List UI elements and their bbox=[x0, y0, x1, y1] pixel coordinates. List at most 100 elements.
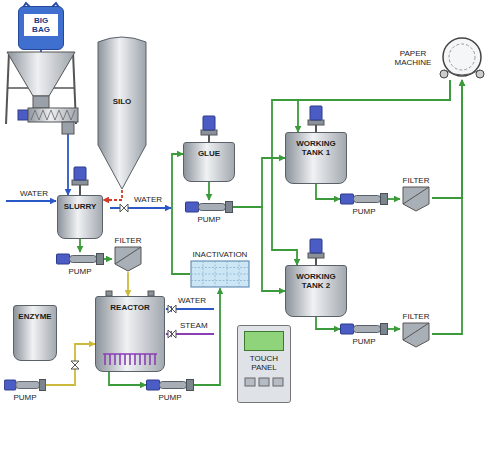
node-label: PUMP bbox=[4, 393, 46, 402]
process-tank: WORKING TANK 2 bbox=[285, 265, 347, 317]
pump-symbol bbox=[4, 378, 46, 392]
panel-screen bbox=[244, 331, 284, 351]
pump-flange bbox=[187, 380, 194, 391]
flow-line bbox=[298, 80, 450, 132]
pump-symbol bbox=[340, 322, 388, 336]
paper-machine: PAPER MACHINE bbox=[388, 36, 486, 80]
pump-motor bbox=[57, 254, 70, 264]
pump-unit: PUMP bbox=[340, 322, 388, 346]
node-label: PUMP bbox=[340, 337, 388, 346]
flow-line bbox=[316, 317, 340, 329]
stream-label: STEAM bbox=[180, 321, 208, 330]
node-label: WORKING TANK 2 bbox=[289, 272, 343, 290]
node-label: TOUCH PANEL bbox=[238, 354, 290, 372]
panel-buttons bbox=[243, 376, 285, 390]
water-inlet bbox=[110, 207, 171, 209]
node-label: WORKING TANK 1 bbox=[289, 139, 343, 157]
process-tank: ENZYME bbox=[13, 305, 57, 361]
exchanger-grid bbox=[191, 261, 249, 287]
pump-body bbox=[354, 196, 381, 203]
node-label: PUMP bbox=[185, 215, 233, 224]
silo-body bbox=[98, 37, 146, 189]
node-label: ENZYME bbox=[17, 312, 53, 321]
node-label: GLUE bbox=[187, 149, 231, 158]
pump-unit: PUMP bbox=[4, 378, 46, 402]
felt-line bbox=[444, 70, 480, 75]
touch-panel: TOUCH PANEL bbox=[237, 325, 291, 403]
node-label: BIG BAG bbox=[24, 14, 58, 36]
pump-symbol bbox=[185, 200, 233, 214]
pump-flange bbox=[381, 194, 388, 205]
pump-symbol bbox=[146, 378, 194, 392]
process-tank: SLURRY bbox=[57, 195, 103, 239]
pump-flange bbox=[226, 202, 233, 213]
pump-body bbox=[70, 256, 97, 263]
flow-line bbox=[388, 328, 400, 330]
pump-body bbox=[160, 382, 187, 389]
screw-conveyor bbox=[28, 108, 78, 122]
node-label: INACTIVATION bbox=[190, 250, 250, 259]
node-label: SILO bbox=[97, 97, 147, 106]
node-label: PAPER MACHINE bbox=[388, 49, 438, 67]
gearbox bbox=[72, 180, 88, 185]
pump-unit: PUMP bbox=[340, 192, 388, 216]
big-bag: BIG BAG bbox=[18, 6, 64, 50]
process-tank: REACTOR bbox=[95, 296, 165, 372]
node-label: FILTER bbox=[112, 236, 144, 245]
exchanger-symbol bbox=[190, 260, 250, 288]
filter-unit: FILTER bbox=[400, 176, 432, 212]
gearbox bbox=[308, 120, 324, 125]
filter-diagonal bbox=[115, 247, 141, 264]
filter-body bbox=[403, 323, 429, 347]
heating-coil bbox=[102, 351, 158, 367]
flow-line bbox=[432, 80, 462, 334]
panel-button bbox=[245, 378, 255, 386]
gearbox bbox=[308, 253, 324, 258]
filter-diagonal bbox=[403, 187, 429, 204]
pump-unit: PUMP bbox=[56, 252, 104, 276]
node-label: FILTER bbox=[400, 312, 432, 321]
filter-unit: FILTER bbox=[112, 236, 144, 272]
valve-symbol bbox=[168, 305, 176, 313]
valve-symbol bbox=[120, 204, 128, 212]
pump-motor bbox=[341, 194, 354, 204]
water-inlet bbox=[6, 200, 56, 202]
pump-flange bbox=[381, 324, 388, 335]
node-label: REACTOR bbox=[99, 303, 161, 312]
pump-unit: PUMP bbox=[146, 378, 194, 402]
exchanger-body bbox=[191, 261, 249, 287]
stream-label: WATER bbox=[178, 296, 206, 305]
flow-line bbox=[432, 80, 462, 198]
paper-machine-symbol bbox=[438, 36, 486, 80]
stream-label: WATER bbox=[20, 189, 48, 198]
valve-symbol bbox=[71, 361, 79, 369]
conveyor-chute bbox=[62, 122, 74, 134]
filter-body bbox=[115, 247, 141, 271]
flow-line bbox=[208, 182, 210, 200]
machine-drum bbox=[443, 38, 481, 76]
panel-button bbox=[273, 378, 283, 386]
silo-outline bbox=[97, 35, 147, 190]
filter-symbol bbox=[400, 186, 432, 212]
heat-exchanger: INACTIVATION bbox=[190, 250, 250, 288]
filter-symbol bbox=[112, 246, 144, 272]
node-label: SLURRY bbox=[61, 202, 99, 211]
pump-motor bbox=[4, 380, 15, 390]
hopper bbox=[7, 52, 75, 96]
pump-flange bbox=[97, 254, 104, 265]
valve-symbol bbox=[168, 330, 176, 338]
node-label: PUMP bbox=[56, 267, 104, 276]
agitator-shaft bbox=[79, 184, 81, 195]
filter-diagonal bbox=[403, 323, 429, 340]
pump-body bbox=[16, 382, 40, 389]
node-label: PUMP bbox=[146, 393, 194, 402]
node-label: PUMP bbox=[340, 207, 388, 216]
node-label: FILTER bbox=[400, 176, 432, 185]
gearbox bbox=[201, 130, 217, 135]
agitator-motor bbox=[310, 106, 322, 120]
pump-motor bbox=[147, 380, 160, 390]
filter-symbol bbox=[400, 322, 432, 348]
drum-inner bbox=[449, 44, 475, 70]
pump-motor bbox=[186, 202, 199, 212]
